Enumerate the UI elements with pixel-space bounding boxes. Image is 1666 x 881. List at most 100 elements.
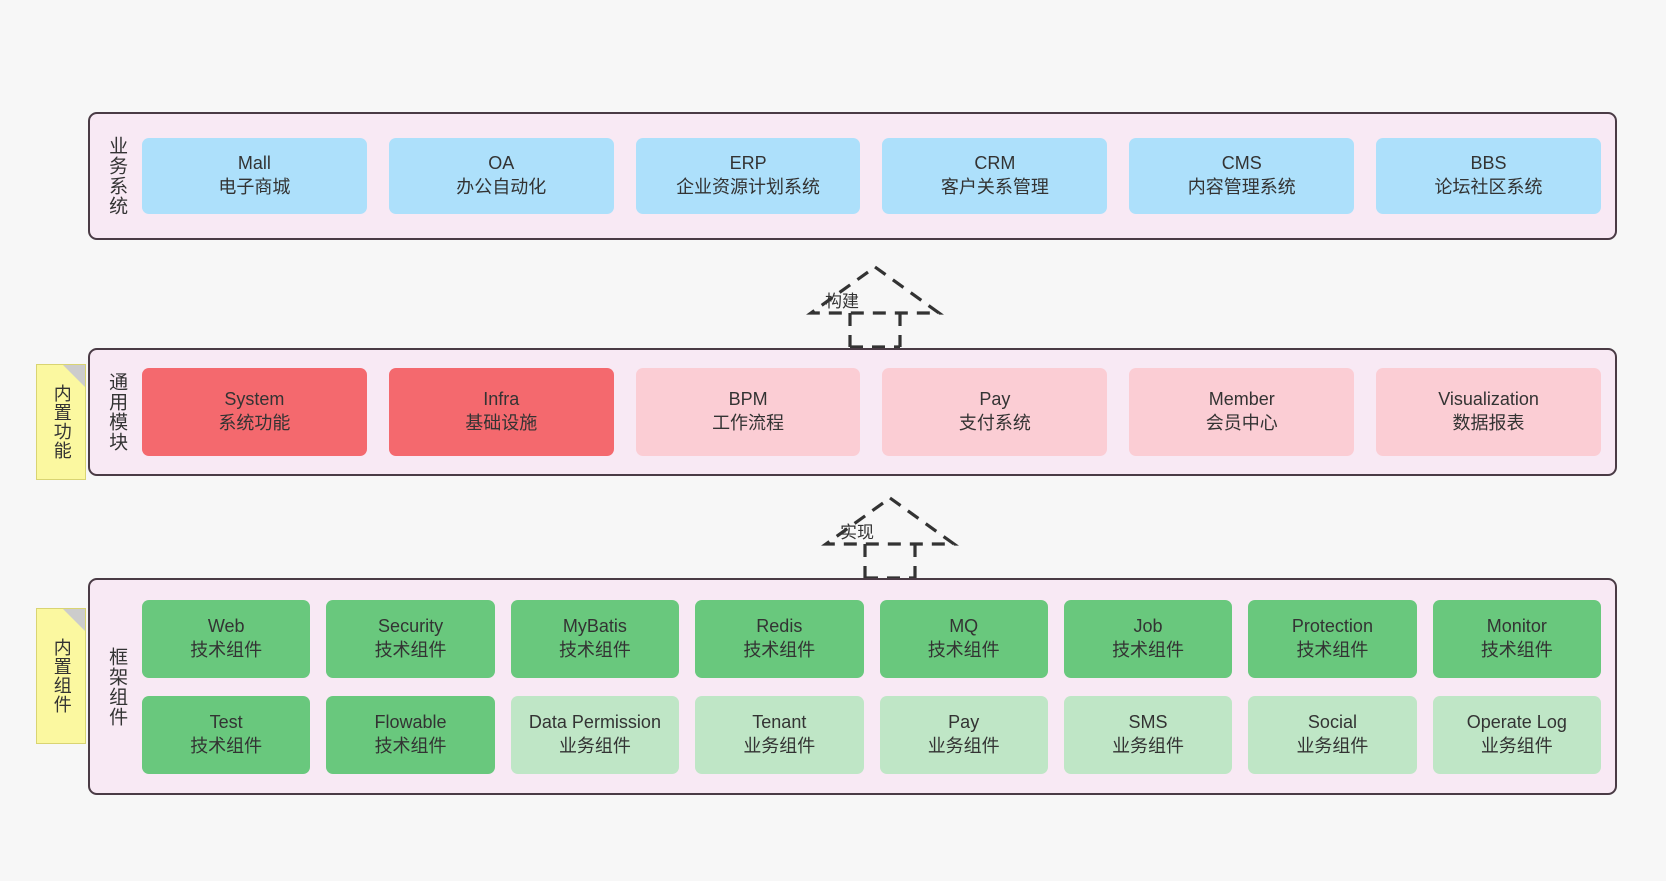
box-oa[interactable]: OA 办公自动化 bbox=[388, 138, 614, 214]
box-monitor-title: Monitor bbox=[1486, 615, 1547, 636]
box-monitor-subtitle: 技术组件 bbox=[1480, 639, 1553, 660]
layer-body-business-systems: Mall 电子商城 OA 办公自动化 ERP 企业资源计划系统 CRM 客户关系… bbox=[142, 114, 1615, 238]
box-pay-component-subtitle: 业务组件 bbox=[927, 735, 1000, 756]
box-redis-title: Redis bbox=[756, 615, 803, 636]
box-tenant-subtitle: 业务组件 bbox=[743, 735, 816, 756]
box-erp-subtitle: 企业资源计划系统 bbox=[676, 177, 821, 197]
box-erp-title: ERP bbox=[729, 153, 767, 174]
box-job-subtitle: 技术组件 bbox=[1112, 639, 1185, 660]
box-web-subtitle: 技术组件 bbox=[190, 639, 263, 660]
box-sms-subtitle: 业务组件 bbox=[1112, 735, 1185, 756]
connector-build-label: 构建 bbox=[825, 292, 859, 311]
layer-business-systems: 业务系统 Mall 电子商城 OA 办公自动化 ERP 企业资源计划系统 CRM… bbox=[88, 112, 1617, 240]
layer-common-modules: 通用模块 System 系统功能 Infra 基础设施 BPM 工作流程 Pay… bbox=[88, 348, 1617, 476]
box-mq-subtitle: 技术组件 bbox=[927, 639, 1000, 660]
build-arrow-shaft bbox=[848, 313, 902, 349]
box-cms[interactable]: CMS 内容管理系统 bbox=[1129, 138, 1355, 214]
box-cms-title: CMS bbox=[1221, 153, 1262, 174]
row-tech-components: Web 技术组件 Security 技术组件 MyBatis 技术组件 Redi… bbox=[142, 599, 1601, 678]
box-web[interactable]: Web 技术组件 bbox=[142, 599, 311, 678]
box-infra[interactable]: Infra 基础设施 bbox=[388, 368, 614, 456]
box-bpm-subtitle: 工作流程 bbox=[712, 413, 785, 433]
box-test-title: Test bbox=[209, 711, 243, 732]
box-security-title: Security bbox=[378, 615, 444, 636]
box-job[interactable]: Job 技术组件 bbox=[1063, 599, 1233, 678]
box-mall-title: Mall bbox=[237, 153, 271, 174]
box-operate-log[interactable]: Operate Log 业务组件 bbox=[1432, 695, 1601, 774]
connector-implement-arrow: 实现 bbox=[815, 494, 965, 580]
box-flowable-title: Flowable bbox=[374, 711, 447, 732]
box-mybatis[interactable]: MyBatis 技术组件 bbox=[510, 599, 680, 678]
box-visualization[interactable]: Visualization 数据报表 bbox=[1376, 368, 1601, 456]
box-mybatis-subtitle: 技术组件 bbox=[558, 639, 631, 660]
box-erp[interactable]: ERP 企业资源计划系统 bbox=[635, 138, 861, 214]
box-job-title: Job bbox=[1133, 615, 1163, 636]
box-monitor[interactable]: Monitor 技术组件 bbox=[1432, 599, 1601, 678]
box-bpm[interactable]: BPM 工作流程 bbox=[635, 368, 861, 456]
box-redis-subtitle: 技术组件 bbox=[743, 639, 816, 660]
layer-body-framework-components: Web 技术组件 Security 技术组件 MyBatis 技术组件 Redi… bbox=[142, 580, 1615, 793]
row-business-systems: Mall 电子商城 OA 办公自动化 ERP 企业资源计划系统 CRM 客户关系… bbox=[142, 138, 1601, 214]
box-pay-module[interactable]: Pay 支付系统 bbox=[882, 368, 1108, 456]
box-tenant[interactable]: Tenant 业务组件 bbox=[695, 695, 864, 774]
box-security[interactable]: Security 技术组件 bbox=[326, 599, 495, 678]
row-common-modules: System 系统功能 Infra 基础设施 BPM 工作流程 Pay 支付系统… bbox=[142, 368, 1601, 456]
box-bbs[interactable]: BBS 论坛社区系统 bbox=[1376, 138, 1601, 214]
box-test[interactable]: Test 技术组件 bbox=[142, 695, 311, 774]
box-redis[interactable]: Redis 技术组件 bbox=[695, 599, 864, 678]
box-pay-module-subtitle: 支付系统 bbox=[958, 413, 1031, 433]
box-pay-component[interactable]: Pay 业务组件 bbox=[879, 695, 1048, 774]
box-mall-subtitle: 电子商城 bbox=[218, 177, 291, 197]
box-social[interactable]: Social 业务组件 bbox=[1248, 695, 1417, 774]
implement-arrow-head bbox=[821, 496, 959, 546]
box-flowable-subtitle: 技术组件 bbox=[374, 735, 447, 756]
box-security-subtitle: 技术组件 bbox=[374, 639, 447, 660]
box-cms-subtitle: 内容管理系统 bbox=[1187, 177, 1296, 197]
box-flowable[interactable]: Flowable 技术组件 bbox=[326, 695, 495, 774]
note-builtin-components-text: 内置组件 bbox=[51, 638, 72, 714]
connector-implement-label: 实现 bbox=[840, 523, 874, 542]
note-builtin-features-text: 内置功能 bbox=[51, 384, 72, 460]
box-crm-title: CRM bbox=[974, 153, 1016, 174]
box-sms[interactable]: SMS 业务组件 bbox=[1063, 695, 1233, 774]
box-system-subtitle: 系统功能 bbox=[218, 413, 291, 433]
box-web-title: Web bbox=[207, 615, 245, 636]
box-crm-subtitle: 客户关系管理 bbox=[940, 177, 1049, 197]
box-crm[interactable]: CRM 客户关系管理 bbox=[882, 138, 1108, 214]
box-oa-subtitle: 办公自动化 bbox=[456, 177, 547, 197]
box-bpm-title: BPM bbox=[728, 389, 768, 410]
box-pay-component-title: Pay bbox=[948, 711, 980, 732]
box-tenant-title: Tenant bbox=[752, 711, 807, 732]
row-biz-components: Test 技术组件 Flowable 技术组件 Data Permission … bbox=[142, 695, 1601, 774]
connector-build-arrow: 构建 bbox=[800, 263, 950, 349]
box-bbs-subtitle: 论坛社区系统 bbox=[1434, 177, 1543, 197]
implement-arrow-shaft bbox=[863, 544, 917, 580]
note-builtin-components: 内置组件 bbox=[36, 608, 86, 744]
build-arrow-head bbox=[806, 265, 944, 315]
box-member-subtitle: 会员中心 bbox=[1205, 413, 1278, 433]
box-member[interactable]: Member 会员中心 bbox=[1129, 368, 1355, 456]
box-test-subtitle: 技术组件 bbox=[190, 735, 263, 756]
box-system[interactable]: System 系统功能 bbox=[142, 368, 367, 456]
box-mybatis-title: MyBatis bbox=[562, 615, 627, 636]
layer-framework-components: 框架组件 Web 技术组件 Security 技术组件 MyBatis 技术组件… bbox=[88, 578, 1617, 795]
note-fold-corner-icon bbox=[63, 365, 85, 387]
layer-title-business-systems: 业务系统 bbox=[106, 136, 128, 216]
box-sms-title: SMS bbox=[1128, 711, 1168, 732]
box-social-title: Social bbox=[1307, 711, 1357, 732]
box-protection[interactable]: Protection 技术组件 bbox=[1248, 599, 1417, 678]
box-operate-log-title: Operate Log bbox=[1466, 711, 1567, 732]
layer-title-common-modules: 通用模块 bbox=[106, 372, 128, 452]
box-data-permission-title: Data Permission bbox=[528, 711, 661, 732]
box-social-subtitle: 业务组件 bbox=[1296, 735, 1369, 756]
box-bbs-title: BBS bbox=[1470, 153, 1507, 174]
box-mall[interactable]: Mall 电子商城 bbox=[142, 138, 367, 214]
box-data-permission-subtitle: 业务组件 bbox=[558, 735, 631, 756]
box-visualization-title: Visualization bbox=[1438, 389, 1539, 410]
box-oa-title: OA bbox=[488, 153, 515, 174]
box-mq[interactable]: MQ 技术组件 bbox=[879, 599, 1048, 678]
layer-title-framework-components: 框架组件 bbox=[106, 646, 128, 727]
layer-body-common-modules: System 系统功能 Infra 基础设施 BPM 工作流程 Pay 支付系统… bbox=[142, 350, 1615, 474]
box-data-permission[interactable]: Data Permission 业务组件 bbox=[510, 695, 680, 774]
